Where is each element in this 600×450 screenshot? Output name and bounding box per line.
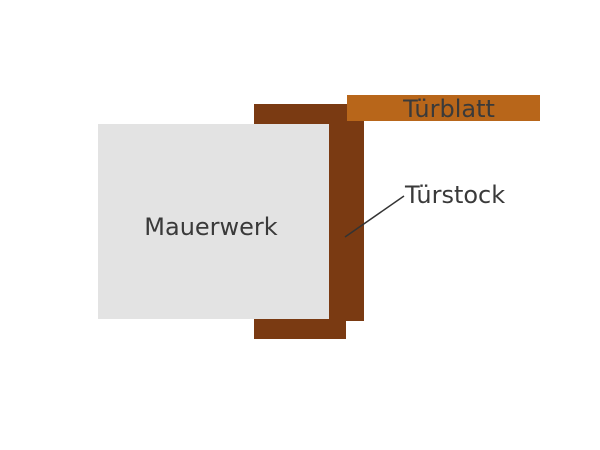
masonry-label: Mauerwerk xyxy=(144,213,278,241)
door-frame-bottom-flange xyxy=(254,318,346,339)
door-frame-leader-line xyxy=(344,195,405,238)
door-frame xyxy=(254,104,364,339)
door-leaf xyxy=(347,95,540,121)
door-frame-label: Türstock xyxy=(404,181,505,209)
door-frame-jamb xyxy=(329,104,364,321)
door-frame-top-flange xyxy=(254,104,346,126)
masonry-block xyxy=(98,124,329,319)
door-leaf-label: Türblatt xyxy=(402,95,495,123)
